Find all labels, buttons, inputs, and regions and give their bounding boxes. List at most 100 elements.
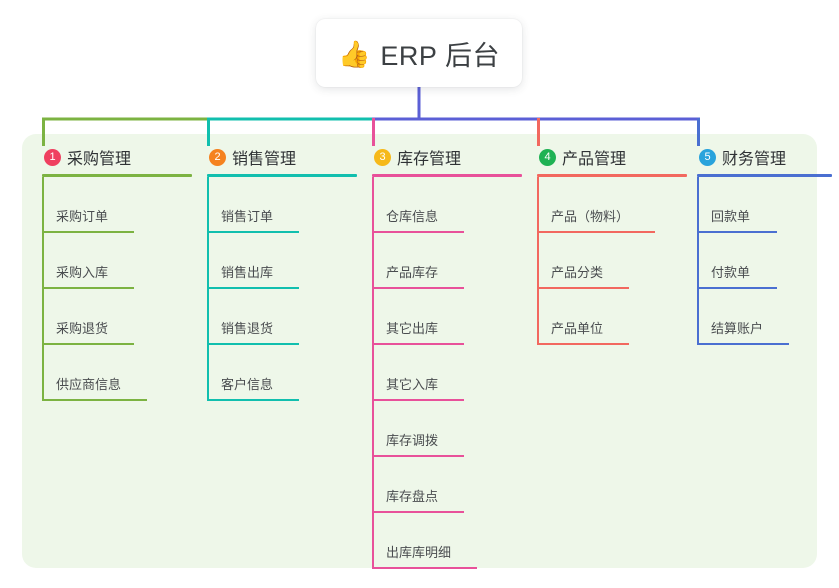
list-item-label: 其它出库	[386, 321, 439, 336]
column-rule	[207, 174, 357, 177]
list-item-underline	[207, 287, 299, 289]
column-rule	[537, 174, 687, 177]
column-1: 1 采购管理采购订单采购入库采购退货供应商信息	[42, 146, 192, 401]
column-rule	[372, 174, 522, 177]
list-item-label: 销售订单	[221, 209, 274, 224]
column-number-badge: 2	[209, 148, 226, 166]
list-item-label: 仓库信息	[386, 209, 439, 224]
list-item-label: 出库库明细	[386, 545, 452, 560]
list-item-underline	[372, 567, 477, 569]
list-item[interactable]: 库存盘点	[372, 457, 522, 513]
column-items: 仓库信息产品库存其它出库其它入库库存调拨库存盘点出库库明细	[372, 177, 522, 569]
list-item-underline	[207, 343, 299, 345]
list-item-underline	[697, 287, 777, 289]
list-item-underline	[372, 455, 464, 457]
column-header-4[interactable]: 4 产品管理	[537, 146, 687, 168]
column-rule	[697, 174, 832, 177]
column-number-badge: 4	[539, 148, 556, 166]
list-item[interactable]: 采购订单	[42, 177, 192, 233]
list-item-underline	[697, 343, 789, 345]
branch-trunk-line	[42, 177, 44, 401]
thumbs-up-icon: 👍	[338, 39, 371, 69]
list-item-underline	[537, 287, 629, 289]
list-item-label: 销售出库	[221, 265, 274, 280]
column-2: 2 销售管理销售订单销售出库销售退货客户信息	[207, 146, 357, 401]
list-item-label: 付款单	[711, 265, 751, 280]
column-4: 4 产品管理产品（物料） 产品分类产品单位	[537, 146, 687, 345]
list-item-label: 库存调拨	[386, 433, 439, 448]
list-item[interactable]: 客户信息	[207, 345, 357, 401]
column-number-badge: 3	[374, 148, 391, 166]
branch-trunk-line	[697, 177, 699, 345]
list-item-underline	[372, 343, 464, 345]
column-items: 产品（物料） 产品分类产品单位	[537, 177, 687, 345]
list-item-label: 采购退货	[56, 321, 109, 336]
list-item-underline	[697, 231, 777, 233]
list-item-underline	[372, 511, 464, 513]
list-item-underline	[207, 231, 299, 233]
list-item-label: 销售退货	[221, 321, 274, 336]
list-item-underline	[537, 343, 629, 345]
list-item[interactable]: 其它出库	[372, 289, 522, 345]
column-rule	[42, 174, 192, 177]
branch-trunk-line	[207, 177, 209, 401]
list-item-label: 库存盘点	[386, 489, 439, 504]
list-item[interactable]: 产品分类	[537, 233, 687, 289]
list-item-underline	[42, 343, 134, 345]
list-item-underline	[42, 231, 134, 233]
list-item-label: 采购订单	[56, 209, 109, 224]
list-item[interactable]: 仓库信息	[372, 177, 522, 233]
list-item-label: 供应商信息	[56, 377, 122, 392]
list-item[interactable]: 采购入库	[42, 233, 192, 289]
list-item[interactable]: 付款单	[697, 233, 832, 289]
list-item[interactable]: 产品单位	[537, 289, 687, 345]
list-item-label: 回款单	[711, 209, 751, 224]
column-title: 产品管理	[562, 151, 627, 168]
list-item-underline	[372, 287, 464, 289]
list-item[interactable]: 采购退货	[42, 289, 192, 345]
column-title: 采购管理	[67, 151, 132, 168]
branch-trunk-line	[372, 177, 374, 569]
column-title: 库存管理	[397, 151, 462, 168]
column-5: 5 财务管理回款单付款单结算账户	[697, 146, 832, 345]
list-item-underline	[537, 231, 655, 233]
page-title: ERP 后台	[380, 40, 500, 71]
list-item[interactable]: 销售退货	[207, 289, 357, 345]
list-item[interactable]: 销售订单	[207, 177, 357, 233]
list-item[interactable]: 其它入库	[372, 345, 522, 401]
list-item-label: 产品（物料）	[551, 209, 630, 224]
list-item-label: 产品库存	[386, 265, 439, 280]
list-item[interactable]: 供应商信息	[42, 345, 192, 401]
list-item[interactable]: 结算账户	[697, 289, 832, 345]
list-item[interactable]: 产品库存	[372, 233, 522, 289]
list-item-label: 其它入库	[386, 377, 439, 392]
column-title: 财务管理	[722, 151, 787, 168]
column-header-1[interactable]: 1 采购管理	[42, 146, 192, 168]
list-item-label: 客户信息	[221, 377, 274, 392]
root-node-card[interactable]: 👍 ERP 后台	[316, 19, 522, 87]
list-item[interactable]: 库存调拨	[372, 401, 522, 457]
list-item-label: 产品单位	[551, 321, 604, 336]
list-item-label: 产品分类	[551, 265, 604, 280]
column-3: 3 库存管理仓库信息产品库存其它出库其它入库库存调拨库存盘点出库库明细	[372, 146, 522, 569]
column-title: 销售管理	[232, 151, 297, 168]
list-item-underline	[42, 399, 147, 401]
column-header-2[interactable]: 2 销售管理	[207, 146, 357, 168]
column-header-5[interactable]: 5 财务管理	[697, 146, 832, 168]
list-item[interactable]: 出库库明细	[372, 513, 522, 569]
list-item[interactable]: 销售出库	[207, 233, 357, 289]
list-item-label: 结算账户	[711, 321, 764, 336]
list-item[interactable]: 回款单	[697, 177, 832, 233]
column-items: 采购订单采购入库采购退货供应商信息	[42, 177, 192, 401]
column-header-3[interactable]: 3 库存管理	[372, 146, 522, 168]
column-items: 销售订单销售出库销售退货客户信息	[207, 177, 357, 401]
column-number-badge: 5	[699, 148, 716, 166]
column-items: 回款单付款单结算账户	[697, 177, 832, 345]
list-item[interactable]: 产品（物料）	[537, 177, 687, 233]
list-item-underline	[42, 287, 134, 289]
diagram-panel	[22, 134, 817, 568]
list-item-underline	[372, 231, 464, 233]
list-item-label: 采购入库	[56, 265, 109, 280]
column-number-badge: 1	[44, 148, 61, 166]
